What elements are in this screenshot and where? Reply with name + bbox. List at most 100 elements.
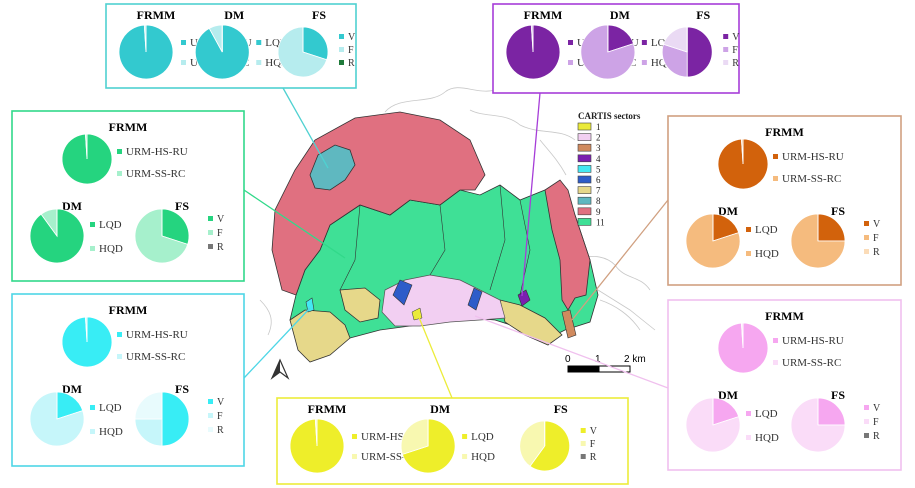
fs-legend-swatch-1: [208, 230, 213, 235]
dm-legend-label-1: HQD: [755, 248, 779, 260]
legend-swatch: [577, 218, 592, 226]
leader-line-s5: [243, 307, 311, 379]
legend-swatch: [577, 175, 592, 184]
dm-legend-label-0: LQD: [99, 402, 122, 414]
legend-label: 4: [596, 154, 601, 164]
dm-title: DM: [718, 388, 738, 402]
frmm-legend-label-0: URM-HS-RU: [782, 151, 844, 163]
leader-line-s8: [282, 87, 329, 169]
frmm-legend-swatch-0: [773, 154, 778, 159]
fs-title: FS: [696, 8, 710, 22]
frmm-legend-swatch-1: [352, 454, 357, 459]
dm-legend-swatch-0: [462, 434, 468, 439]
fs-title: FS: [554, 402, 568, 416]
frmm-legend-label-0: URM-HS-RU: [126, 146, 188, 158]
fs-legend-label-1: F: [217, 411, 223, 422]
sectors-map: [271, 111, 599, 363]
dm-legend-label-0: LQD: [755, 224, 778, 236]
pie-slice-0: [401, 418, 456, 474]
dm-legend-label-0: LQD: [755, 408, 778, 420]
sector-3-area: [561, 309, 577, 339]
fs-legend-label-1: F: [590, 439, 596, 450]
legend-item-sector-6: 6: [577, 175, 601, 185]
legend-label: 7: [596, 186, 601, 196]
fs-legend-swatch-0: [723, 34, 729, 39]
leader-line-s11: [243, 189, 346, 259]
fs-pie: [790, 213, 846, 269]
legend-item-sector-9: 9: [577, 207, 601, 217]
dm-pie: [400, 418, 456, 474]
frmm-legend-swatch-1: [181, 60, 186, 65]
pie-slice-1: [277, 26, 328, 78]
frmm-legend-swatch-1: [773, 360, 778, 365]
fs-pie: [661, 26, 713, 78]
fs-legend-swatch-1: [723, 47, 729, 52]
frmm-legend-swatch-1: [117, 171, 122, 176]
dm-legend-swatch-0: [641, 40, 647, 45]
dm-legend-swatch-1: [641, 60, 647, 65]
frmm-title: FRMM: [765, 309, 804, 323]
fs-pie: [277, 26, 329, 78]
frmm-title: FRMM: [308, 402, 347, 416]
dm-legend-label-1: HQD: [99, 243, 123, 255]
fs-title: FS: [175, 199, 189, 213]
fs-legend-label-1: F: [732, 45, 738, 56]
frmm-title: FRMM: [137, 8, 176, 22]
dm-legend-swatch-1: [746, 251, 751, 256]
leader-line-s4: [521, 92, 541, 297]
sector-5-area: [305, 297, 315, 313]
legend-swatch: [577, 165, 592, 173]
fs-legend-label-1: F: [217, 228, 223, 239]
scale-bar: 0 1 2 km: [565, 354, 646, 373]
legend-label: 5: [596, 164, 601, 174]
fs-legend-swatch-1: [864, 235, 869, 240]
frmm-pie: [289, 418, 345, 474]
dm-legend-swatch-1: [462, 454, 468, 459]
legend-swatch: [577, 207, 592, 216]
fs-legend-swatch-1: [339, 47, 344, 52]
dm-legend-swatch-0: [90, 222, 95, 227]
frmm-legend-swatch-1: [568, 60, 573, 65]
legend-swatch: [577, 133, 592, 141]
legend-item-sector-8: 8: [577, 196, 601, 206]
fs-legend-swatch-2: [208, 244, 213, 249]
fs-pie: [134, 391, 190, 447]
legend-swatch: [577, 186, 592, 194]
dm-title: DM: [610, 8, 630, 22]
pie-slice-2: [134, 391, 163, 420]
fs-legend-swatch-1: [580, 441, 586, 446]
dm-title: DM: [430, 402, 450, 416]
fs-legend-swatch-2: [580, 454, 586, 459]
sector-6-area-b: [467, 287, 483, 311]
frmm-legend-label-1: URM-SS-RC: [126, 351, 185, 363]
fs-legend-swatch-1: [864, 419, 869, 424]
pie-slice-1: [519, 420, 546, 467]
frmm-legend-label-1: URM-SS-RC: [782, 357, 841, 369]
frmm-pie: [61, 133, 113, 185]
fs-legend-label-2: R: [217, 242, 224, 253]
leader-line-s2: [474, 315, 669, 389]
fs-legend-swatch-0: [580, 428, 586, 433]
frmm-legend-swatch-1: [773, 176, 778, 181]
dm-legend-swatch-0: [746, 411, 751, 416]
legend-swatch: [577, 154, 592, 163]
fs-legend-label-0: V: [590, 426, 598, 437]
fs-title: FS: [175, 382, 189, 396]
pie-slice-1: [400, 418, 429, 455]
dm-legend-label-1: HQD: [99, 426, 123, 438]
sector-4-area: [517, 289, 531, 307]
fs-legend-swatch-2: [864, 249, 869, 254]
fs-legend-label-0: V: [217, 397, 225, 408]
legend-item-sector-2: 2: [577, 133, 601, 143]
fs-legend-swatch-2: [723, 60, 729, 65]
scale-label-1: 1: [595, 354, 601, 365]
dm-pie: [194, 24, 250, 80]
legend-label: 1: [596, 122, 601, 132]
legend-swatch: [577, 196, 592, 205]
fs-legend-label-1: F: [873, 417, 879, 428]
scale-label-2: 2 km: [624, 354, 646, 365]
dm-pie: [29, 391, 85, 447]
legend-item-sector-7: 7: [577, 186, 601, 196]
